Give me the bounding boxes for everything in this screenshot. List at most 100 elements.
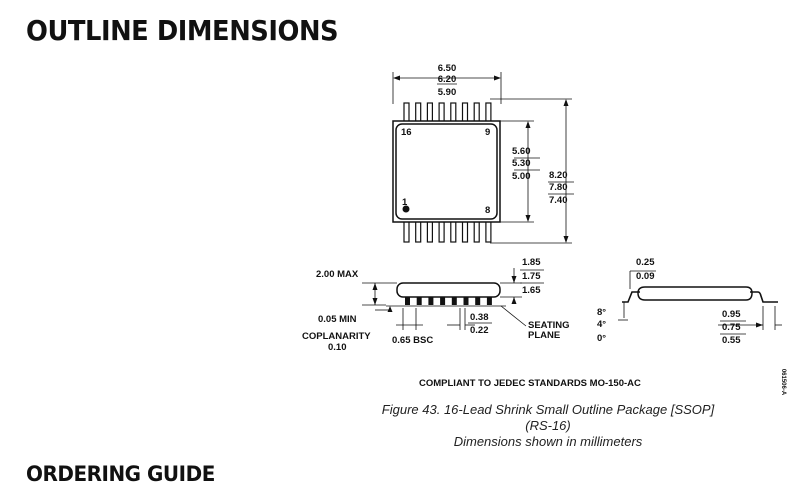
bottom-pin [450, 220, 457, 243]
length-max: 8.20 [549, 170, 568, 181]
min-arrow [387, 306, 393, 312]
drawing-code: 061506-A [780, 369, 786, 396]
side-lead [486, 297, 492, 305]
side-leads [405, 297, 492, 305]
foot-min: 0.55 [722, 335, 741, 346]
bottom-pin [426, 220, 433, 243]
body-nom: 5.30 [512, 158, 531, 169]
lead-width-dimension [447, 308, 492, 330]
length-arrow-bottom [563, 236, 569, 243]
foot-dimension [718, 306, 782, 335]
max-arrow-top [372, 283, 378, 290]
width-nom: 6.20 [438, 74, 457, 85]
bottom-pins [403, 220, 492, 243]
pitch-dimension [396, 308, 423, 330]
foot-nom: 0.75 [722, 322, 741, 333]
thickness-max: 0.25 [636, 257, 655, 268]
width-min: 5.90 [438, 87, 457, 98]
seating-label: SEATING [528, 320, 570, 331]
length-dimension [490, 98, 574, 244]
top-pin [461, 102, 469, 123]
max-arrow-bottom [372, 298, 378, 305]
coplanarity-label: COPLANARITY [302, 331, 371, 342]
length-min: 7.40 [549, 195, 568, 206]
bottom-pin [485, 220, 492, 243]
side-lead [451, 297, 457, 305]
jedec-note: COMPLIANT TO JEDEC STANDARDS MO-150-AC [419, 378, 641, 389]
width-arrow-left [393, 75, 400, 81]
caption-line-1: Figure 43. 16-Lead Shrink Small Outline … [381, 402, 715, 417]
width-dimension [392, 72, 502, 104]
lead-width-min: 0.22 [470, 325, 489, 336]
thickness-dimension [629, 270, 656, 289]
body-min: 5.00 [512, 171, 531, 182]
width-max: 6.50 [438, 63, 457, 74]
max-height-label: 2.00 MAX [316, 269, 359, 280]
pin-label-1: 1 [402, 197, 408, 208]
top-pin [415, 102, 422, 123]
foot-max: 0.95 [722, 309, 741, 320]
angle-nom: 4° [597, 319, 606, 330]
top-pin [438, 102, 445, 123]
side-lead [475, 297, 481, 305]
side-lead [428, 297, 434, 305]
angle-min: 0° [597, 333, 606, 344]
top-pin [426, 102, 433, 123]
pitch-label: 0.65 BSC [392, 335, 433, 346]
top-pin [450, 102, 457, 123]
end-view-lead-left [622, 291, 640, 303]
height-min: 1.65 [522, 285, 541, 296]
height-arrow-top [511, 276, 517, 283]
bottom-pin [461, 220, 469, 243]
figure-caption: Figure 43. 16-Lead Shrink Small Outline … [368, 402, 728, 450]
height-arrow-bottom [511, 297, 517, 304]
length-nom: 7.80 [549, 182, 568, 193]
pin-label-16: 16 [401, 127, 412, 138]
height-nom: 1.75 [522, 271, 541, 282]
end-view: 0.25 0.09 8° 4° 0° 0.95 0.75 0.55 [597, 257, 782, 346]
body-arrow-top [525, 121, 531, 128]
side-view: 2.00 MAX 0.05 MIN COPLANARITY 0.10 0.65 … [302, 257, 570, 353]
ordering-guide-heading: ORDERING GUIDE [26, 462, 215, 486]
side-lead [440, 297, 446, 305]
top-pins [403, 102, 492, 123]
bottom-pin [403, 220, 410, 243]
coplanarity-value: 0.10 [328, 342, 347, 353]
caption-line-2: (RS-16) [525, 418, 571, 433]
lead-width-max: 0.38 [470, 312, 489, 323]
top-pin [485, 102, 492, 123]
bottom-pin [473, 220, 480, 243]
pin-label-8: 8 [485, 205, 490, 216]
top-pin [473, 102, 480, 123]
plane-label: PLANE [528, 330, 560, 341]
side-body [396, 282, 501, 298]
min-standoff-label: 0.05 MIN [318, 314, 357, 325]
pin1-marker [402, 205, 410, 213]
seating-leader [500, 305, 527, 327]
max-height-dimension [362, 282, 397, 306]
top-view: 16 9 1 8 6.50 6.20 5.90 5.60 5.30 5.00 [392, 63, 574, 244]
height-max: 1.85 [522, 257, 541, 268]
angle-max: 8° [597, 307, 606, 318]
side-lead [463, 297, 469, 305]
end-view-body [637, 286, 753, 301]
caption-line-3: Dimensions shown in millimeters [453, 434, 643, 449]
bottom-pin [415, 220, 422, 243]
foot-arrow [756, 322, 763, 328]
end-view-lead [750, 291, 778, 303]
body-dimension [500, 120, 540, 223]
side-lead [405, 297, 410, 305]
top-pin [403, 102, 410, 123]
width-arrow-right [494, 75, 501, 81]
length-arrow-top [563, 99, 569, 106]
package-body [395, 123, 498, 220]
thickness-min: 0.09 [636, 271, 655, 282]
body-arrow-bottom [525, 215, 531, 222]
body-max: 5.60 [512, 146, 531, 157]
bottom-pin [438, 220, 445, 243]
outline-dimensions-heading: OUTLINE DIMENSIONS [26, 14, 339, 47]
side-lead [416, 297, 422, 305]
angle-dimension [618, 302, 628, 321]
pin-label-9: 9 [485, 127, 490, 138]
